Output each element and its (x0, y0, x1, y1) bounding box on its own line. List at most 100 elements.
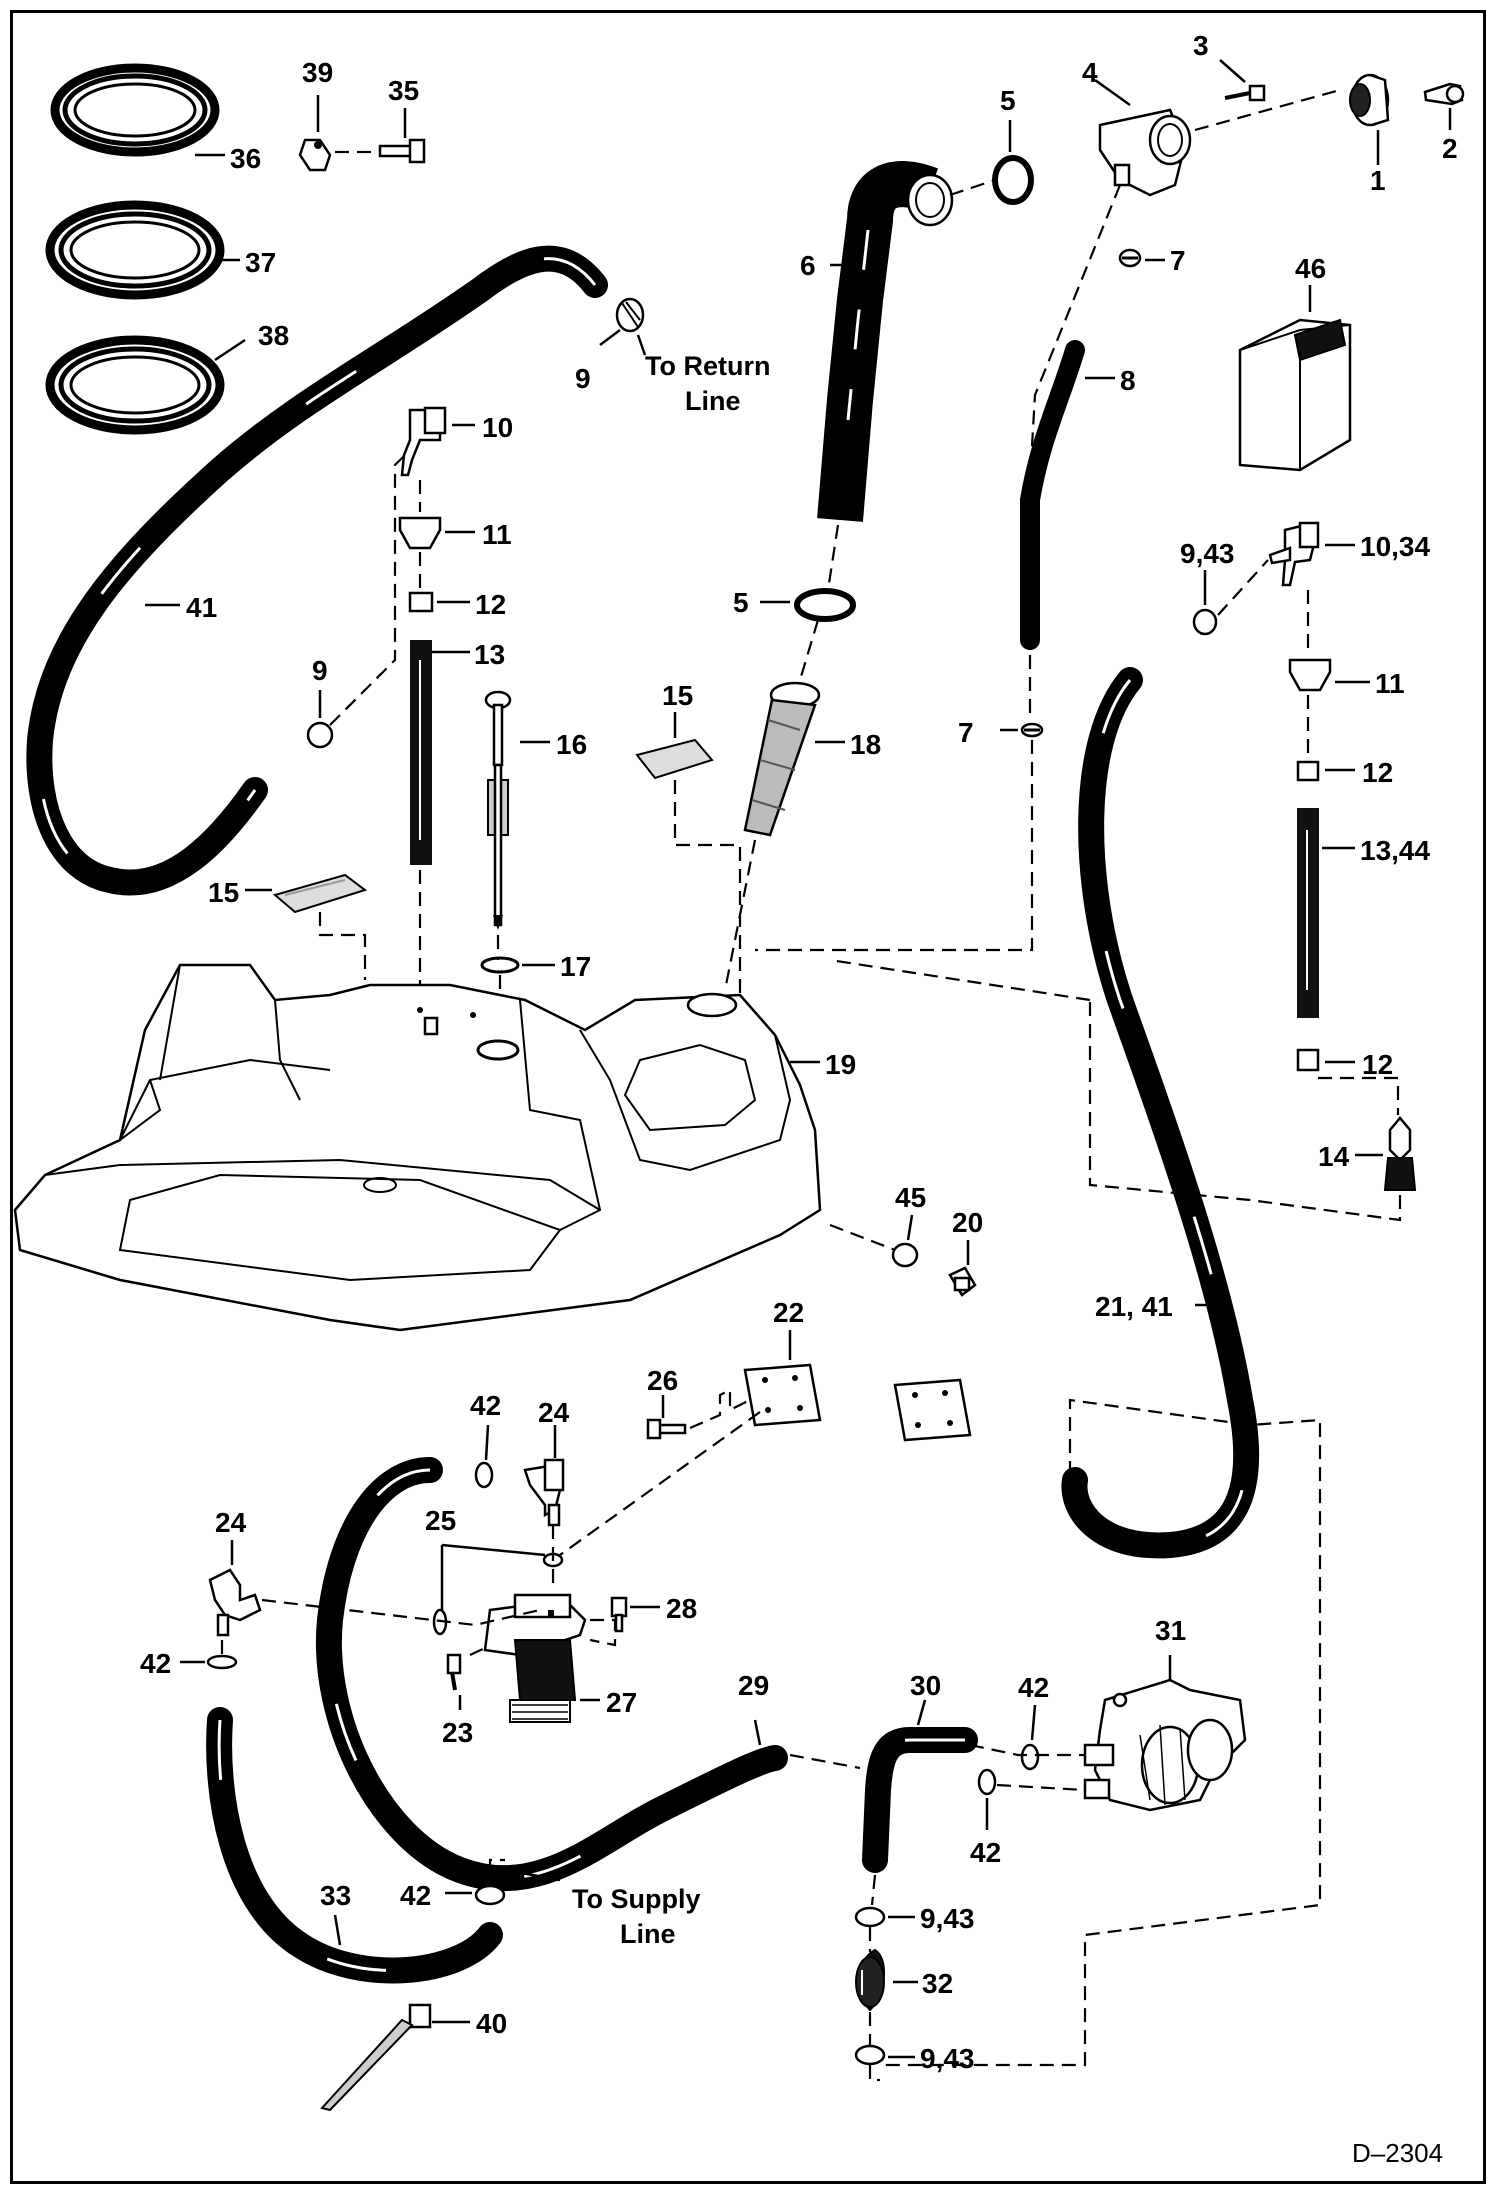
callout-35: 35 (388, 75, 419, 106)
callout-10-34: 10,34 (1360, 531, 1430, 562)
callout-3: 3 (1193, 30, 1209, 61)
grommet-11-right (1288, 658, 1332, 692)
callout-42-pump-upper: 42 (1018, 1672, 1049, 1703)
callout-22: 22 (773, 1297, 804, 1328)
bolt-28 (610, 1596, 628, 1633)
callout-45: 45 (895, 1182, 926, 1213)
callout-16: 16 (556, 729, 587, 760)
callout-37: 37 (245, 247, 276, 278)
callout-5-mid: 5 (733, 587, 749, 618)
callout-42-pump-lower: 42 (970, 1837, 1001, 1868)
callout-12-left: 12 (475, 589, 506, 620)
bolt-26 (646, 1418, 687, 1440)
callout-24-right: 24 (538, 1397, 570, 1428)
callout-12-right-top: 12 (1362, 757, 1393, 788)
hose-41 (26, 245, 608, 896)
callout-40: 40 (476, 2008, 507, 2039)
hose-30 (862, 1727, 978, 1873)
callout-42-left: 42 (140, 1648, 171, 1679)
elbow-fitting-10-34 (1268, 521, 1320, 587)
hose-coil-38 (45, 335, 225, 435)
callout-19: 19 (825, 1049, 856, 1080)
callout-18: 18 (850, 729, 881, 760)
cable-tie-40 (320, 2003, 432, 2112)
hose-clamp-5-top (992, 155, 1034, 205)
callout-42-top: 42 (470, 1390, 501, 1421)
filter-box-46 (1238, 318, 1352, 472)
elbow-fitting-24-right (523, 1458, 565, 1527)
mount-plate-22-b (893, 1378, 972, 1442)
callout-27: 27 (606, 1687, 637, 1718)
clamp-9-43-lower (854, 2044, 886, 2066)
callout-46: 46 (1295, 253, 1326, 284)
hose-coil-37 (45, 200, 225, 300)
note-supply-line-1: To Supply (572, 1884, 701, 1914)
callout-15-right: 15 (662, 680, 693, 711)
hose-clamp-5-mid (794, 588, 856, 622)
callout-4: 4 (1082, 57, 1098, 88)
callout-33: 33 (320, 1880, 351, 1911)
callout-29: 29 (738, 1670, 769, 1701)
elbow-fitting-24-left (208, 1568, 262, 1637)
hose-coil-36 (50, 63, 220, 157)
hose-13 (410, 640, 432, 865)
callout-38: 38 (258, 320, 289, 351)
gasket-15-left (272, 873, 368, 914)
callout-13-44: 13,44 (1360, 835, 1430, 866)
clamp-7-bottom (1020, 722, 1044, 738)
callout-12-right-bottom: 12 (1362, 1049, 1393, 1080)
callout-5-top: 5 (1000, 85, 1016, 116)
callout-9-43-right: 9,43 (1180, 538, 1235, 569)
screw-3 (1224, 84, 1266, 102)
elbow-fitting-10 (400, 406, 447, 477)
clamp-42-pump-lower (977, 1768, 997, 1796)
washer-45 (891, 1242, 919, 1268)
callout-9-mid: 9 (312, 655, 328, 686)
callout-32: 32 (922, 1968, 953, 1999)
callout-36: 36 (230, 143, 261, 174)
clamp-12-right-top (1296, 760, 1320, 782)
clamp-9-top (615, 297, 645, 333)
callout-20: 20 (952, 1207, 983, 1238)
fuel-filter-27 (483, 1593, 587, 1723)
bolt-23 (446, 1653, 462, 1691)
fuel-tank-19 (13, 963, 822, 1332)
filler-screen-18 (743, 681, 821, 837)
fuel-cap-1 (1349, 73, 1390, 127)
hose-29 (315, 1457, 788, 1892)
callout-13: 13 (474, 639, 505, 670)
callout-28: 28 (666, 1593, 697, 1624)
callout-24-left: 24 (215, 1507, 247, 1538)
callout-8: 8 (1120, 365, 1136, 396)
callout-14: 14 (1318, 1141, 1350, 1172)
callout-21-41: 21, 41 (1095, 1291, 1173, 1322)
clamp-12 (408, 591, 434, 613)
clamp-7-top (1118, 248, 1142, 268)
clamp-9-43-right (1192, 608, 1218, 636)
callout-23: 23 (442, 1717, 473, 1748)
callout-7-top: 7 (1170, 245, 1186, 276)
fuel-pump-31 (1083, 1678, 1247, 1812)
diagram-frame (10, 10, 1486, 2184)
grommet-11 (398, 516, 442, 550)
clamp-42-left (206, 1654, 238, 1670)
gasket-15-right (635, 738, 714, 780)
callout-9-top: 9 (575, 363, 591, 394)
hose-33 (206, 1707, 503, 1984)
note-return-line-1: To Return (645, 351, 770, 381)
callout-39: 39 (302, 57, 333, 88)
clamp-9-43-upper (854, 1906, 886, 1928)
clip-39 (298, 138, 332, 172)
key-2 (1423, 82, 1465, 106)
primer-bulb-32 (855, 1948, 886, 2012)
diagram-id: D–2304 (1352, 2138, 1443, 2168)
callout-17: 17 (560, 951, 591, 982)
clamp-12-right-bottom (1296, 1048, 1320, 1072)
hose-13-44 (1297, 808, 1319, 1018)
clamp-42-pump-upper (1020, 1743, 1040, 1771)
hose-21-41 (1061, 667, 1260, 1559)
callout-25: 25 (425, 1505, 456, 1536)
callout-7-bottom: 7 (958, 717, 974, 748)
filler-hose-6 (817, 161, 954, 522)
